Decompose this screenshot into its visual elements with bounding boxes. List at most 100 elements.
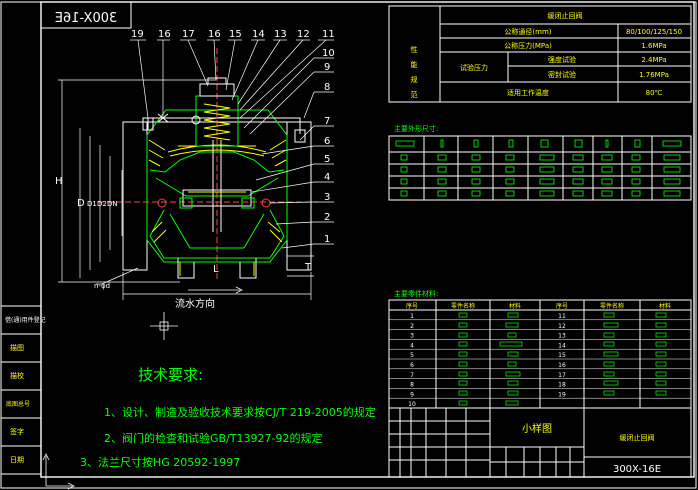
- product-name: 缓闭止回阀: [620, 433, 655, 442]
- spec-table: [388, 5, 692, 103]
- part-num-1: 1: [324, 234, 330, 245]
- part-num-3: 3: [324, 192, 330, 203]
- parts-no-5: 5: [410, 352, 414, 359]
- part-num-16a: 16: [158, 29, 171, 40]
- spec-row-1-label: 公称通径(mm): [504, 27, 551, 36]
- tech-req-item-2: 2、阀门的检查和试验GB/T13927-92的规定: [104, 431, 322, 445]
- dim-T: T: [304, 262, 312, 273]
- dim-n-phi-d: n-φd: [94, 282, 110, 290]
- part-num-17: 17: [182, 29, 195, 40]
- parts-no-16: 16: [558, 362, 566, 369]
- parts-header-name-2: 零件名称: [600, 302, 624, 310]
- parts-right-numbers: 11 12 13 14 15 16 17 18 19: [558, 313, 566, 398]
- part-num-4: 4: [324, 172, 330, 183]
- strip-label-6: 日期: [10, 456, 24, 464]
- figure-name: 小样图: [522, 422, 552, 435]
- parts-no-19: 19: [558, 391, 566, 398]
- inner-frame: [40, 1, 695, 478]
- part-num-14: 14: [252, 29, 265, 40]
- part-num-16b: 16: [208, 29, 221, 40]
- left-strip: [1, 305, 41, 475]
- strip-label-4: 底图总号: [6, 400, 30, 408]
- parts-no-9: 9: [410, 391, 414, 398]
- parts-header-material-1: 材料: [509, 302, 521, 310]
- part-leaders: [130, 39, 334, 249]
- model-code: 300X-16E: [613, 464, 661, 475]
- spec-row-3-label: 强度试验: [548, 55, 576, 64]
- strip-label-3: 描校: [10, 371, 24, 380]
- part-num-13: 13: [274, 29, 287, 40]
- parts-table-cell-marks: [458, 312, 667, 406]
- part-num-9: 9: [324, 62, 330, 73]
- spec-row-1-value: 80/100/125/150: [626, 28, 682, 36]
- dim-table-title: 主要外形尺寸:: [394, 124, 438, 133]
- parts-no-10: 10: [408, 401, 416, 408]
- part-num-12: 12: [297, 29, 310, 40]
- part-num-15: 15: [229, 29, 242, 40]
- parts-table-title: 主要零件材料:: [394, 289, 438, 298]
- parts-header-no-2: 序号: [556, 302, 568, 310]
- dim-D: D: [77, 198, 85, 209]
- dim-D2: D2: [97, 200, 107, 208]
- dim-D1: D1: [87, 200, 97, 208]
- dim-table: [388, 135, 692, 201]
- parts-no-15: 15: [558, 352, 566, 359]
- spec-row-3-value: 2.4MPa: [641, 56, 666, 64]
- parts-no-11: 11: [558, 313, 566, 320]
- tech-req-item-3: 3、法兰尺寸按HG 20592-1997: [80, 455, 240, 469]
- parts-left-numbers: 1 2 3 4 5 6 7 8 9 10: [408, 313, 416, 408]
- tech-req-title: 技术要求:: [138, 366, 203, 384]
- spec-test-pressure-label: 试验压力: [460, 63, 488, 72]
- parts-no-6: 6: [410, 362, 414, 369]
- part-num-2: 2: [324, 212, 330, 223]
- spec-row-5-value: 80℃: [646, 89, 663, 97]
- part-number-labels: 19 16 17 16 15 14 13 12 11 10 9 8 7 6 5 …: [131, 29, 335, 245]
- part-num-11: 11: [322, 29, 335, 40]
- parts-no-3: 3: [410, 333, 414, 340]
- title-block: [388, 407, 692, 478]
- dim-table-cell-marks: [395, 139, 682, 197]
- part-num-7: 7: [324, 116, 330, 127]
- spec-row-2-label: 公称压力(MPa): [504, 41, 552, 50]
- flow-direction-label: 流水方向: [175, 297, 215, 310]
- parts-header-no-1: 序号: [406, 302, 418, 310]
- part-num-8: 8: [324, 82, 330, 93]
- parts-no-18: 18: [558, 382, 566, 389]
- parts-no-17: 17: [558, 372, 566, 379]
- strip-label-5: 签字: [10, 427, 24, 436]
- parts-no-4: 4: [410, 342, 414, 349]
- strip-label-1: 借(通)用件登记: [5, 316, 46, 324]
- parts-no-1: 1: [410, 313, 414, 320]
- model-code-mirrored: 300X-16E: [55, 11, 118, 26]
- parts-no-2: 2: [410, 323, 414, 330]
- spec-row-4-value: 1.76MPa: [639, 71, 669, 79]
- spec-title: 缓闭止回阀: [548, 11, 583, 20]
- strip-label-2: 描图: [10, 343, 24, 352]
- ucs-icon: [42, 453, 75, 490]
- parts-no-8: 8: [410, 382, 414, 389]
- crosshair-cursor: [150, 312, 178, 340]
- parts-header-name-1: 零件名称: [451, 302, 475, 310]
- model-code-box: [40, 1, 132, 29]
- spec-row-5-label: 适用工作温度: [507, 88, 549, 97]
- parts-no-14: 14: [558, 342, 566, 349]
- parts-table-rows: [389, 319, 691, 399]
- spec-row-2-value: 1.6MPa: [641, 42, 666, 50]
- dim-DN: DN: [107, 200, 118, 208]
- part-num-6: 6: [324, 136, 330, 147]
- parts-table: [388, 299, 692, 409]
- valve-section-view: [98, 48, 318, 282]
- spec-row-4-label: 密封试验: [548, 70, 576, 79]
- part-num-19: 19: [131, 29, 144, 40]
- dim-L: L: [213, 264, 219, 275]
- part-num-10: 10: [322, 48, 335, 59]
- dim-H: H: [55, 176, 63, 187]
- part-num-5: 5: [324, 154, 330, 165]
- parts-no-13: 13: [558, 333, 566, 340]
- spec-side-label: 性能规范: [410, 45, 418, 106]
- parts-no-12: 12: [558, 323, 566, 330]
- dimension-lines: [58, 79, 314, 300]
- parts-header-material-2: 材料: [659, 302, 671, 310]
- tech-req-item-1: 1、设计、制造及验收技术要求按CJ/T 219-2005的规定: [104, 405, 376, 419]
